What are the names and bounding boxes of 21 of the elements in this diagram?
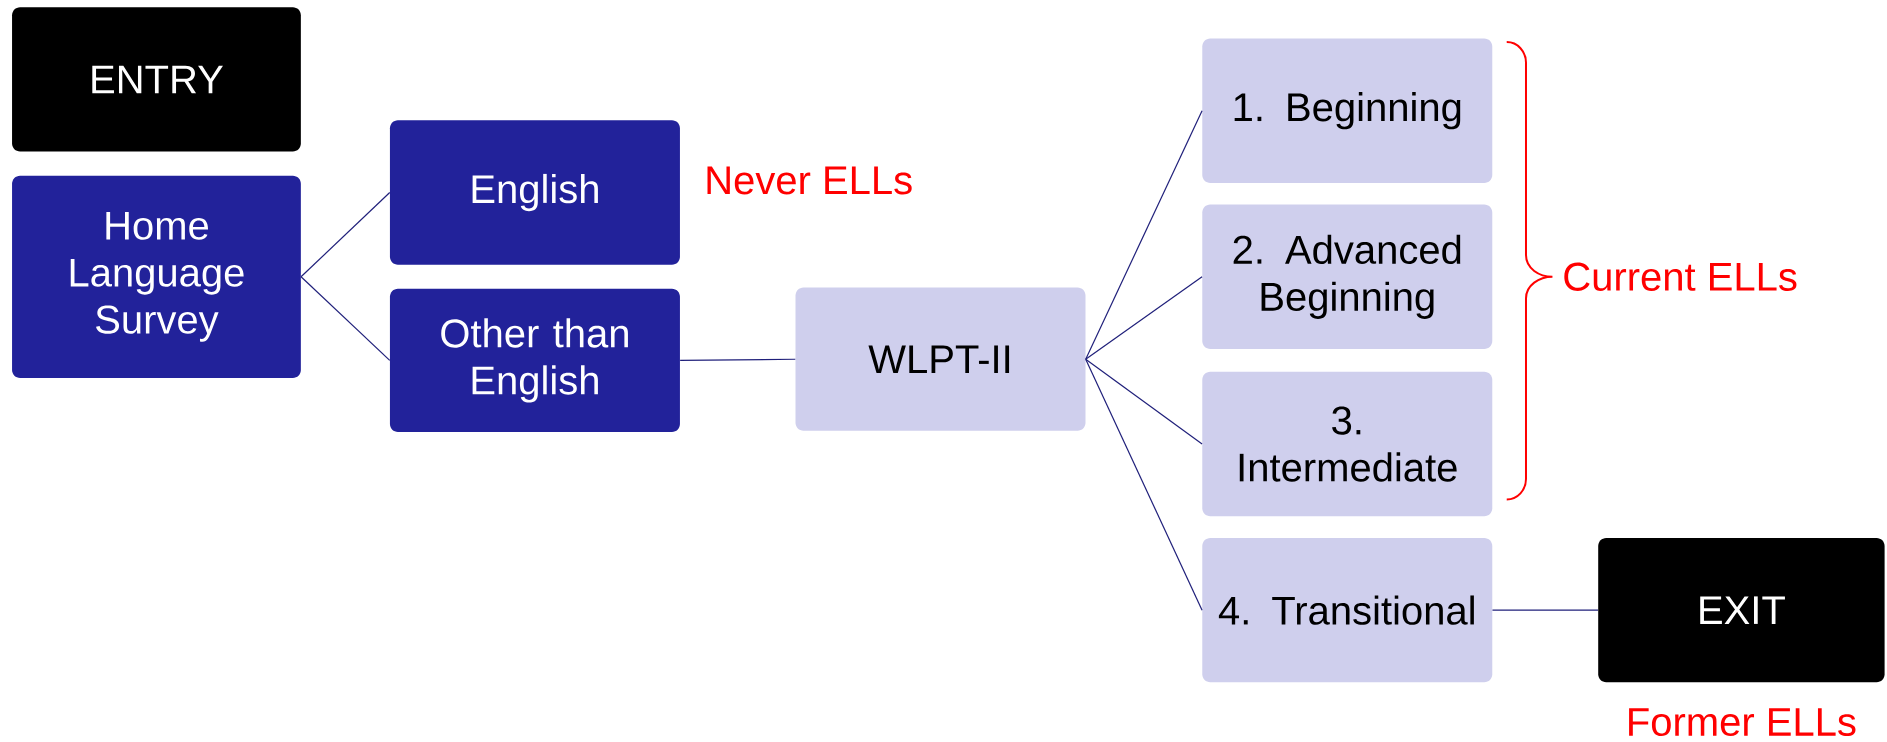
category-box: Other than English xyxy=(389,288,680,433)
connector-line xyxy=(1085,358,1203,611)
level-box: 1. Beginning xyxy=(1202,38,1493,183)
start-box: ENTRY xyxy=(12,7,301,152)
level-box: 2. Advanced Beginning xyxy=(1202,204,1493,349)
note-text: Former ELLs xyxy=(1629,708,1856,737)
connector-line xyxy=(1085,358,1203,445)
connector-line xyxy=(1085,110,1203,360)
connector-line xyxy=(1085,276,1203,360)
category-box: Home Language Survey xyxy=(12,175,301,378)
connector-line xyxy=(300,276,391,362)
level-box: WLPT-II xyxy=(795,287,1086,431)
connector-line xyxy=(300,191,391,278)
level-box: 4. Transitional xyxy=(1202,537,1493,683)
connector-line xyxy=(1491,609,1599,611)
connector-line xyxy=(679,358,796,362)
start-box: EXIT xyxy=(1598,537,1885,683)
note-text: Never ELLs xyxy=(707,166,912,195)
category-box: English xyxy=(389,120,680,265)
group-label: Current ELLs xyxy=(1564,262,1797,291)
level-box: 3. Intermediate xyxy=(1202,371,1493,517)
